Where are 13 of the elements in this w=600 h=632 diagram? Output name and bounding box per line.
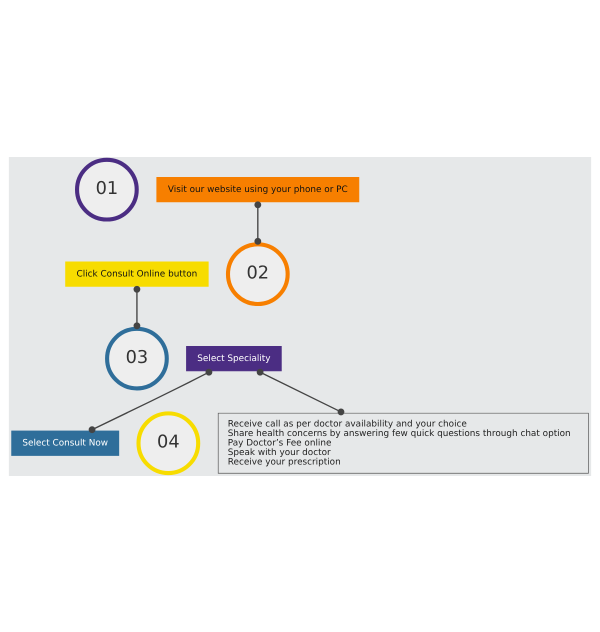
node-circle: 03 <box>105 326 169 390</box>
connector <box>256 368 344 415</box>
node-box: Select Speciality <box>186 346 282 371</box>
node-box: Receive call as per doctor availability and your choice Share health concerns by answering few quick questions through chat option Pay Doctor’s Fee online Speak with your doctor Receive your prescription <box>218 412 589 474</box>
node-box: Visit our website using your phone or PC <box>156 176 360 202</box>
node-box: Select Consult Now <box>11 430 120 456</box>
node-circle: 01 <box>75 157 139 222</box>
node-circle: 02 <box>226 242 290 306</box>
node-box: Click Consult Online button <box>65 261 209 286</box>
node-circle: 04 <box>136 410 200 475</box>
connector <box>254 200 262 244</box>
connector <box>88 368 212 433</box>
connector <box>134 285 140 329</box>
